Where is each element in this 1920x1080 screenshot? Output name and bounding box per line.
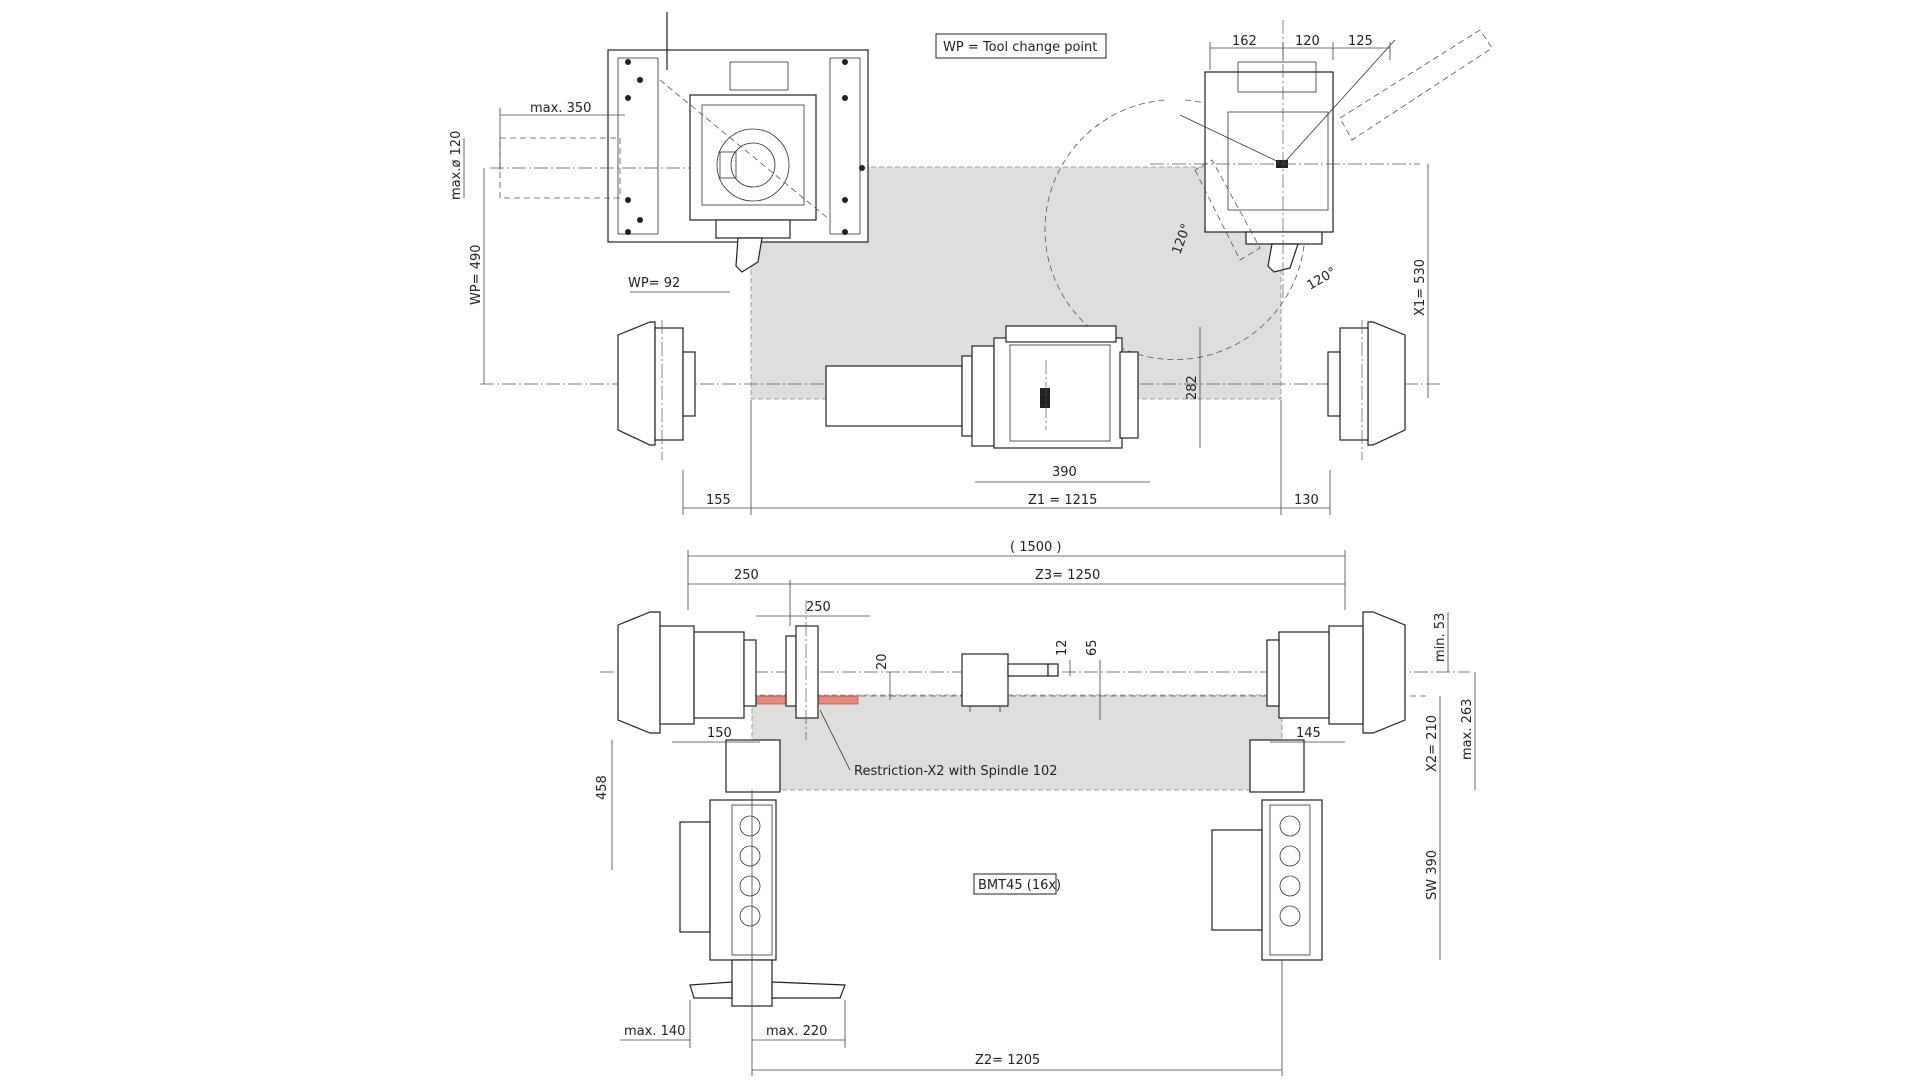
top-right-counter-spindle	[1327, 320, 1406, 460]
dim-max-263: max. 263	[1460, 699, 1475, 760]
bottom-right-counter-spindle	[1266, 611, 1406, 734]
dim-max-140: max. 140	[624, 1024, 685, 1039]
dim-12: 12	[1055, 639, 1070, 656]
bottom-left-sub-chuck	[785, 600, 819, 740]
dim-max-350: max. 350	[530, 101, 591, 116]
dim-125: 125	[1348, 34, 1373, 49]
dim-458: 458	[595, 775, 610, 800]
dim-sw-390: SW 390	[1425, 850, 1440, 900]
bottom-dimensions: ( 1500 ) 250 Z3= 1250 250 20 12 65 min. …	[595, 540, 1476, 1076]
dim-x1-530: X1= 530	[1413, 259, 1428, 316]
dim-65: 65	[1085, 639, 1100, 656]
dim-x2-210: X2= 210	[1425, 715, 1440, 772]
dim-130: 130	[1294, 493, 1319, 508]
top-left-head	[490, 12, 869, 273]
bottom-left-main-spindle	[617, 611, 757, 734]
dim-max-220: max. 220	[766, 1024, 827, 1039]
dim-wp-490: WP= 490	[469, 244, 484, 305]
legend-box-bmt	[973, 873, 1057, 895]
dim-angle-right: 120°	[1305, 265, 1340, 294]
legend-box-tool-change	[935, 33, 1107, 59]
dim-250-a: 250	[734, 568, 759, 583]
dim-150: 150	[707, 726, 732, 741]
top-view: WP = Tool change point max. 350 max.ø 12…	[449, 12, 1493, 515]
bottom-tool-holder	[961, 653, 1059, 712]
dim-max-d120: max.ø 120	[449, 131, 464, 200]
top-left-main-spindle	[617, 320, 696, 460]
dim-390: 390	[1052, 465, 1077, 480]
dim-282: 282	[1185, 375, 1200, 400]
legend-tool-change: WP = Tool change point	[943, 40, 1097, 55]
legend-bmt: BMT45 (16x)	[978, 878, 1061, 893]
dim-250-b: 250	[806, 600, 831, 615]
dim-20: 20	[875, 653, 890, 670]
top-right-head	[1044, 20, 1493, 361]
bottom-right-turret	[1211, 739, 1323, 961]
top-left-bolts	[625, 59, 865, 235]
bottom-left-turret	[679, 739, 846, 1007]
dim-wp-92: WP= 92	[628, 276, 680, 291]
top-milling-spindle	[825, 325, 1139, 449]
dim-z3-1250: Z3= 1250	[1035, 568, 1100, 583]
bottom-view: Restriction-X2 with Spindle 102 BMT45 (1…	[595, 540, 1476, 1076]
dim-min-53: min. 53	[1433, 613, 1448, 662]
dim-120-top: 120	[1295, 34, 1320, 49]
dim-z2-1205: Z2= 1205	[975, 1053, 1040, 1068]
dim-145: 145	[1296, 726, 1321, 741]
dim-155: 155	[706, 493, 731, 508]
dim-z1-1215: Z1 = 1215	[1028, 493, 1097, 508]
annotation-restriction: Restriction-X2 with Spindle 102	[854, 764, 1058, 779]
dim-1500: ( 1500 )	[1010, 540, 1062, 555]
dim-162: 162	[1232, 34, 1257, 49]
